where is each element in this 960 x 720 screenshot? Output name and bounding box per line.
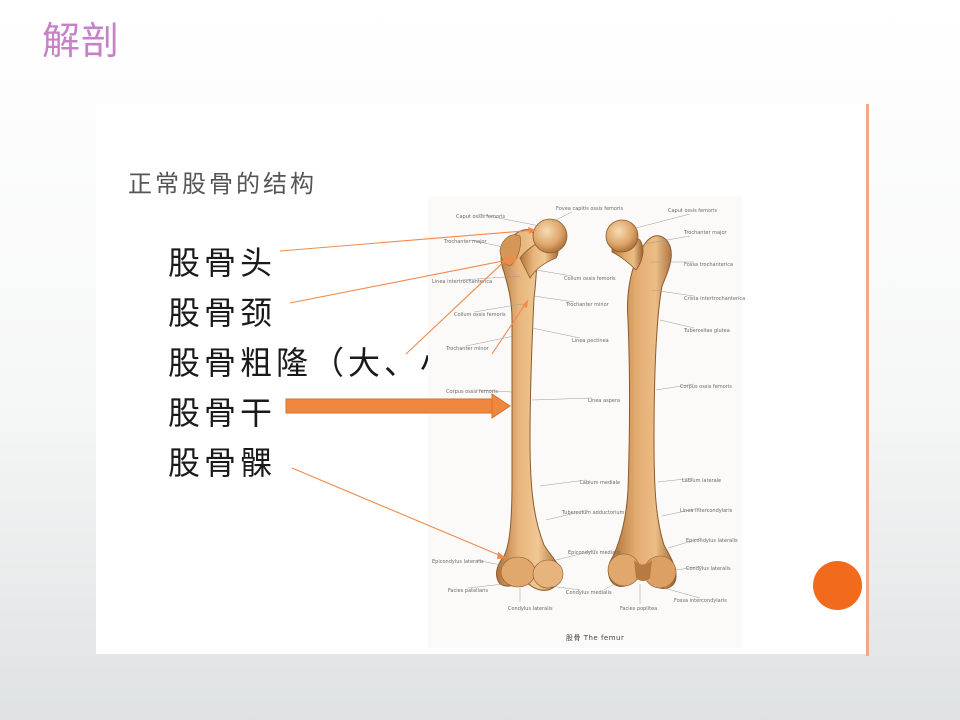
term-femoral-neck: 股骨颈 <box>168 294 277 332</box>
term-trochanter: 股骨粗隆（大、小） <box>168 344 493 382</box>
figure-subtitle: 正常股骨的结构 <box>128 170 317 198</box>
term-femoral-shaft: 股骨干 <box>168 394 277 432</box>
accent-line <box>866 104 869 656</box>
figure-caption: 股骨 The femur <box>566 634 625 642</box>
accent-dot <box>813 561 862 610</box>
slide-title: 解剖 <box>42 19 121 63</box>
term-femoral-condyle: 股骨髁 <box>168 444 277 482</box>
term-list: 股骨头 股骨颈 股骨粗隆（大、小） 股骨干 股骨髁 <box>168 238 492 488</box>
term-femoral-head: 股骨头 <box>168 244 277 282</box>
